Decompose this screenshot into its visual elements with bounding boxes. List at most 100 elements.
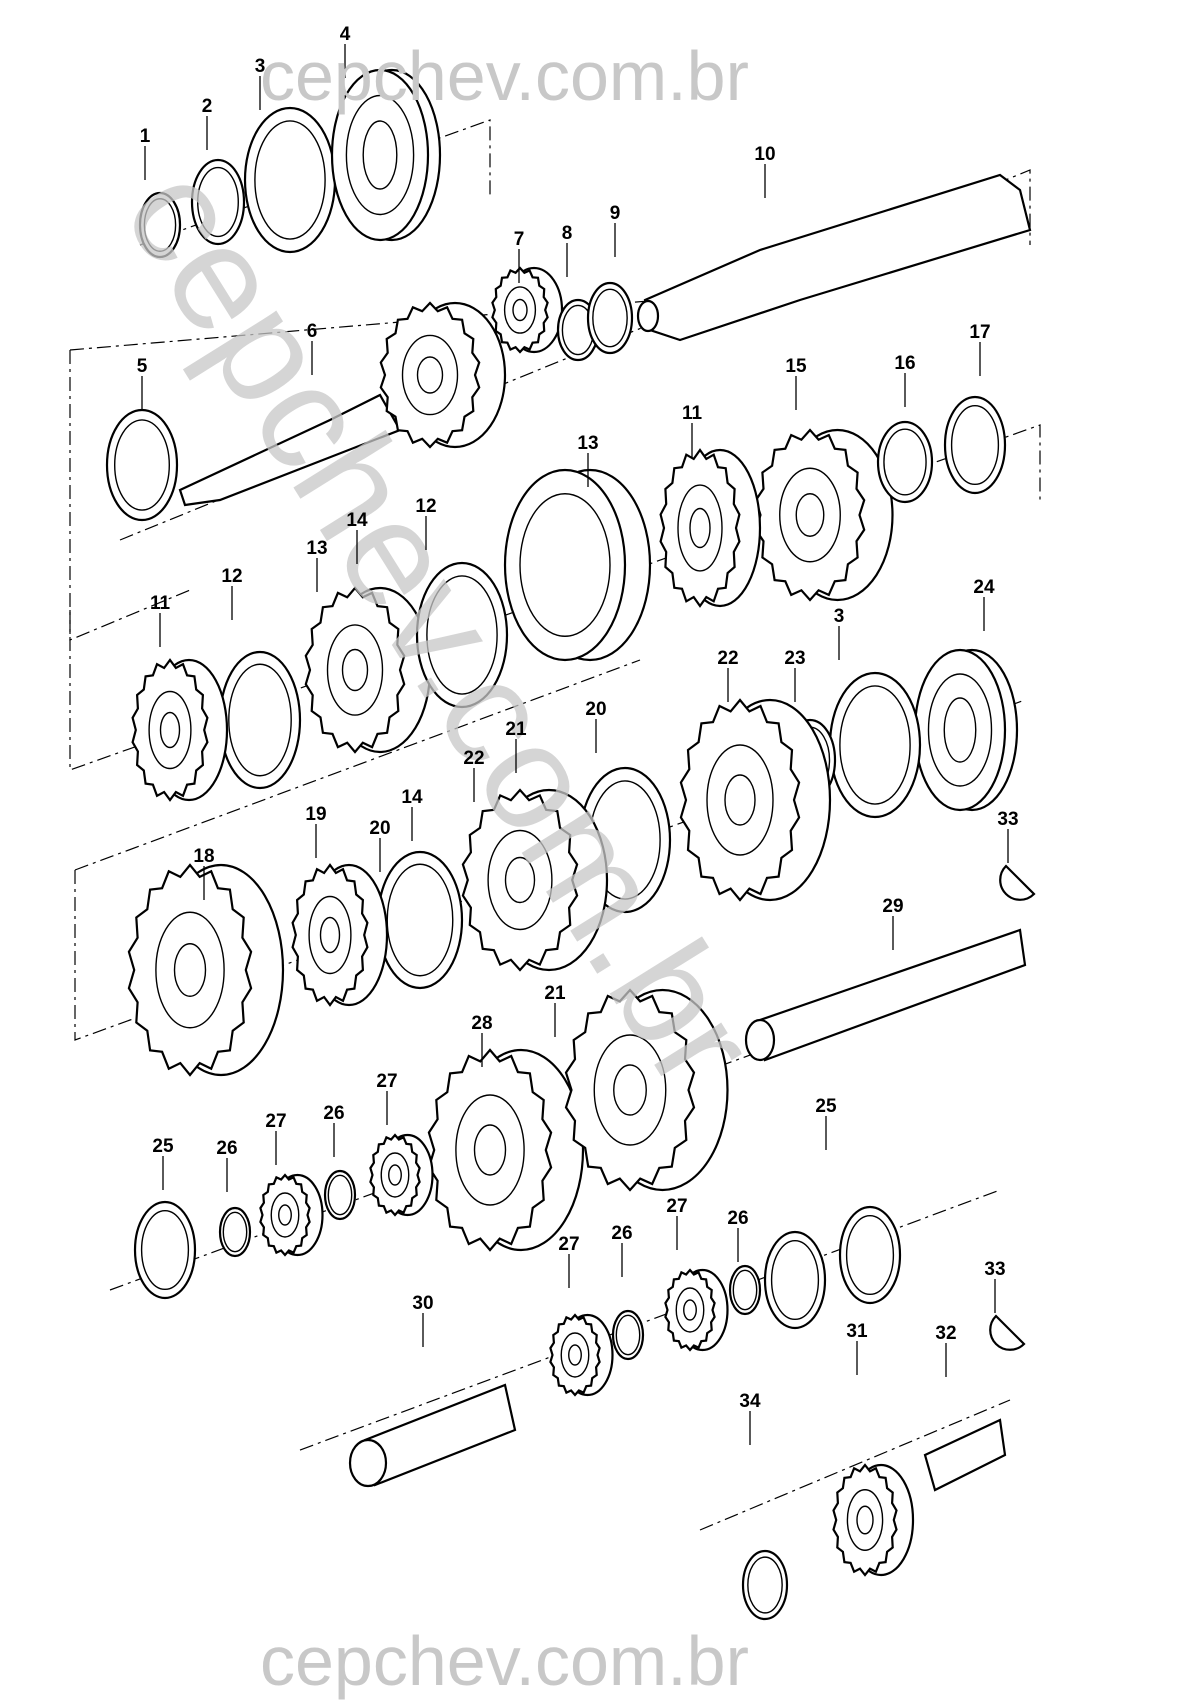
synchronizer-sleeve [503, 468, 652, 662]
spring-ring [218, 650, 302, 790]
needle-bearing [259, 1173, 324, 1257]
retaining-ring [828, 671, 922, 819]
part-number-label: 15 [785, 356, 807, 377]
part-number-label: 2 [202, 96, 213, 117]
part-number-label: 14 [401, 787, 423, 808]
snap-ring [138, 191, 182, 259]
part-number-label: 16 [894, 353, 915, 374]
cluster-gear [564, 988, 729, 1192]
part-number-label: 21 [544, 983, 566, 1004]
parts [105, 68, 1036, 1621]
part-number-label: 13 [577, 433, 598, 454]
spring-ring [376, 850, 464, 990]
part-number-label: 1 [140, 126, 151, 147]
part-number-label: 27 [666, 1196, 687, 1217]
part-number-label: 26 [216, 1138, 237, 1159]
synchro-ring [131, 658, 229, 802]
part-number-label: 23 [784, 648, 805, 669]
part-number-label: 12 [221, 566, 242, 587]
washer [611, 1309, 645, 1361]
synchro-ring [659, 448, 762, 608]
thrust-washer [838, 1205, 902, 1305]
part-number-label: 3 [834, 606, 845, 627]
ball-bearing [330, 68, 442, 242]
watermark-bottom: cepchev.com.br [260, 1622, 749, 1700]
part-number-label: 34 [739, 1391, 761, 1412]
snap-ring [876, 420, 934, 504]
part-number-label: 26 [323, 1103, 344, 1124]
key [989, 1314, 1026, 1351]
part-number-label: 10 [754, 144, 775, 165]
input-gear [379, 301, 507, 449]
part-number-label: 5 [137, 356, 148, 377]
part-number-label: 27 [558, 1234, 579, 1255]
bushing [741, 1549, 789, 1621]
part-number-label: 3 [255, 56, 266, 77]
needle-bearing [664, 1268, 729, 1352]
part-number-label: 22 [717, 648, 738, 669]
washer [323, 1169, 357, 1221]
part-number-label: 26 [727, 1208, 748, 1229]
idler-shaft [348, 1383, 517, 1488]
part-number-label: 18 [193, 846, 214, 867]
shaft [744, 928, 1027, 1062]
gear [679, 698, 832, 902]
synchronizer-hub [304, 586, 432, 754]
part-number-label: 8 [562, 223, 573, 244]
cluster-gear [427, 1048, 585, 1252]
needle-bearing [549, 1313, 614, 1397]
part-number-label: 29 [882, 896, 903, 917]
part-number-label: 11 [150, 593, 171, 614]
part-number-label: 31 [846, 1321, 868, 1342]
spring-ring [415, 561, 509, 709]
axis-line [69, 424, 1041, 771]
main-shaft [636, 173, 1032, 342]
part-number-label: 32 [935, 1323, 956, 1344]
axis-line [699, 1399, 1011, 1531]
part-number-label: 30 [412, 1293, 433, 1314]
snap-ring [586, 281, 634, 355]
part-number-label: 25 [815, 1096, 837, 1117]
washer [218, 1206, 252, 1258]
gear [127, 863, 285, 1077]
part-number-label: 17 [969, 322, 990, 343]
part-number-label: 21 [505, 719, 527, 740]
part-number-label: 25 [152, 1136, 174, 1157]
part-number-label: 9 [610, 203, 621, 224]
part-number-label: 13 [306, 538, 327, 559]
part-number-label: 24 [973, 577, 995, 598]
synchro-ring [291, 863, 389, 1007]
watermark-top: cepchev.com.br [260, 37, 749, 115]
gear [754, 428, 894, 602]
thrust-washer [133, 1200, 197, 1300]
part-number-label: 22 [463, 748, 484, 769]
needle-bearing [491, 266, 564, 354]
part-number-label: 14 [346, 510, 368, 531]
washer [190, 158, 246, 246]
part-number-label: 6 [307, 321, 318, 342]
part-number-label: 28 [471, 1013, 492, 1034]
key [999, 864, 1036, 901]
part-number-label: 20 [369, 818, 390, 839]
part-number-label: 4 [340, 24, 351, 45]
part-number-label: 27 [265, 1111, 286, 1132]
ball-bearing [913, 648, 1019, 812]
washer [728, 1264, 762, 1316]
thrust-washer [763, 1230, 827, 1330]
reverse-idler-gear [832, 1463, 915, 1577]
part-number-label: 12 [415, 496, 436, 517]
part-number-label: 11 [682, 403, 703, 424]
part-number-label: 33 [984, 1259, 1005, 1280]
axis-line [74, 659, 641, 871]
part-number-label: 33 [997, 809, 1018, 830]
part-number-label: 27 [376, 1071, 397, 1092]
pin [923, 1418, 1007, 1492]
part-number-label: 7 [514, 229, 525, 250]
part-number-label: 20 [585, 699, 606, 720]
part-number-label: 26 [611, 1223, 632, 1244]
needle-bearing [369, 1133, 434, 1217]
ring [943, 395, 1007, 495]
